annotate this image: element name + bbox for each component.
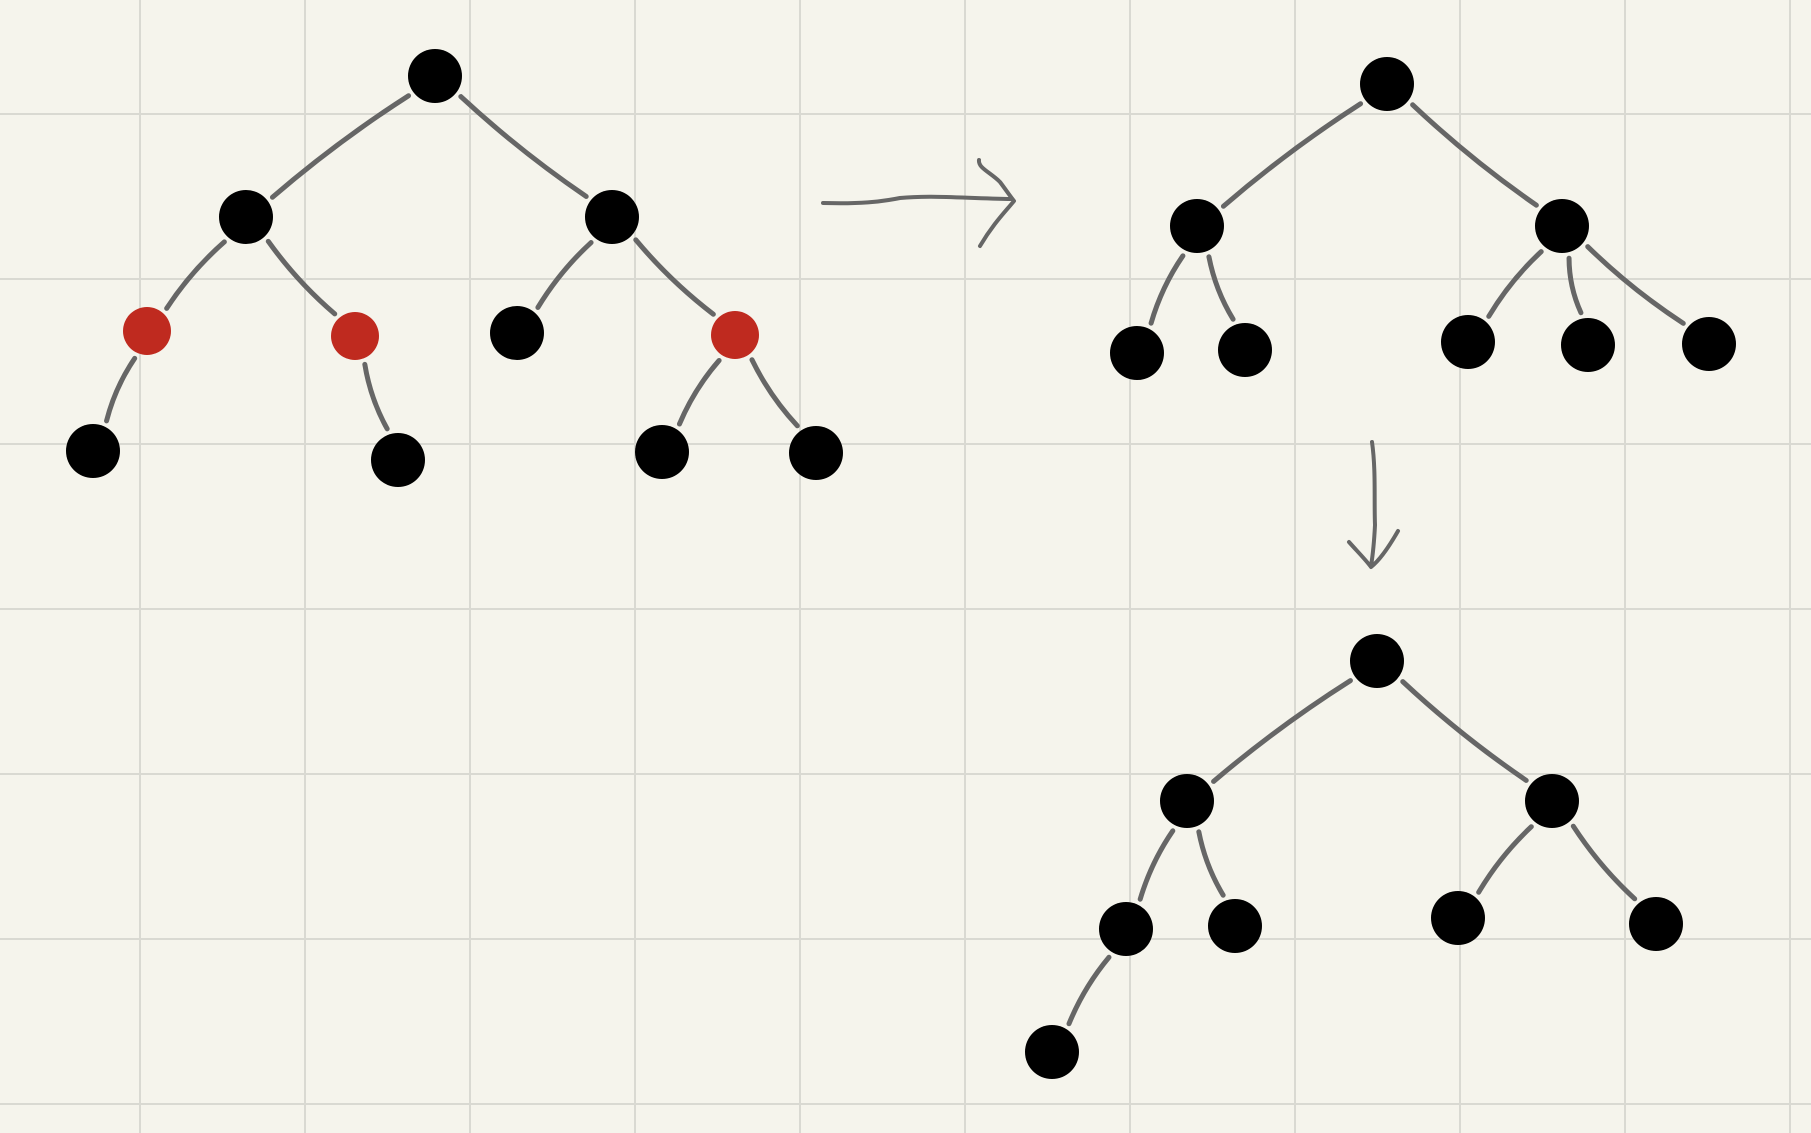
edge-b2-b4 — [1148, 253, 1186, 326]
edge-a4-a8 — [104, 355, 138, 424]
arrow-right — [821, 158, 1016, 248]
edges-layer — [104, 93, 1686, 1027]
node-black-c1 — [1350, 634, 1404, 688]
edge-b3-b8 — [1585, 244, 1686, 326]
node-black-b2 — [1170, 199, 1224, 253]
node-black-b7 — [1561, 318, 1615, 372]
node-black-b6 — [1441, 315, 1495, 369]
nodes-layer — [66, 49, 1736, 1079]
node-black-c5 — [1208, 899, 1262, 953]
node-black-a11 — [789, 426, 843, 480]
edge-c2-c5 — [1196, 829, 1226, 898]
edge-a3-a7 — [633, 237, 716, 317]
node-black-c2 — [1160, 774, 1214, 828]
edge-a5-a9 — [362, 361, 390, 432]
node-black-b1 — [1360, 57, 1414, 111]
node-black-a3 — [585, 190, 639, 244]
edge-c2-c4 — [1137, 828, 1176, 902]
edge-c1-c2 — [1211, 678, 1353, 784]
node-black-a1 — [408, 49, 462, 103]
edge-a7-a10 — [676, 357, 722, 427]
node-red-a4 — [123, 307, 171, 355]
arrow-down — [1347, 440, 1400, 569]
node-black-c7 — [1629, 897, 1683, 951]
node-black-a2 — [219, 190, 273, 244]
arrows-layer — [821, 158, 1400, 569]
node-black-b8 — [1682, 317, 1736, 371]
edge-a2-a4 — [164, 239, 227, 311]
node-black-c4 — [1099, 902, 1153, 956]
edge-b1-b3 — [1410, 102, 1539, 208]
node-black-a8 — [66, 424, 120, 478]
edge-a1-a3 — [458, 94, 589, 199]
node-black-c6 — [1431, 891, 1485, 945]
edge-b3-b6 — [1486, 249, 1544, 319]
edge-c1-c3 — [1400, 679, 1529, 783]
edge-c3-c7 — [1570, 823, 1638, 902]
edge-c4-c8 — [1066, 954, 1112, 1027]
node-black-a6 — [490, 306, 544, 360]
edge-a3-a6 — [535, 240, 594, 310]
edge-b3-b7 — [1566, 255, 1584, 316]
edge-c3-c6 — [1476, 824, 1534, 895]
node-black-a10 — [635, 425, 689, 479]
node-black-c8 — [1025, 1025, 1079, 1079]
edge-a2-a5 — [265, 238, 338, 317]
node-black-c3 — [1525, 774, 1579, 828]
node-red-a7 — [711, 311, 759, 359]
edge-a7-a11 — [749, 357, 800, 429]
node-black-b5 — [1218, 323, 1272, 377]
node-black-b3 — [1535, 199, 1589, 253]
edge-b1-b2 — [1220, 101, 1364, 209]
node-black-b4 — [1110, 326, 1164, 380]
edge-a1-a2 — [269, 93, 412, 200]
edge-b2-b5 — [1206, 254, 1236, 322]
node-red-a5 — [331, 312, 379, 360]
node-black-a9 — [371, 433, 425, 487]
